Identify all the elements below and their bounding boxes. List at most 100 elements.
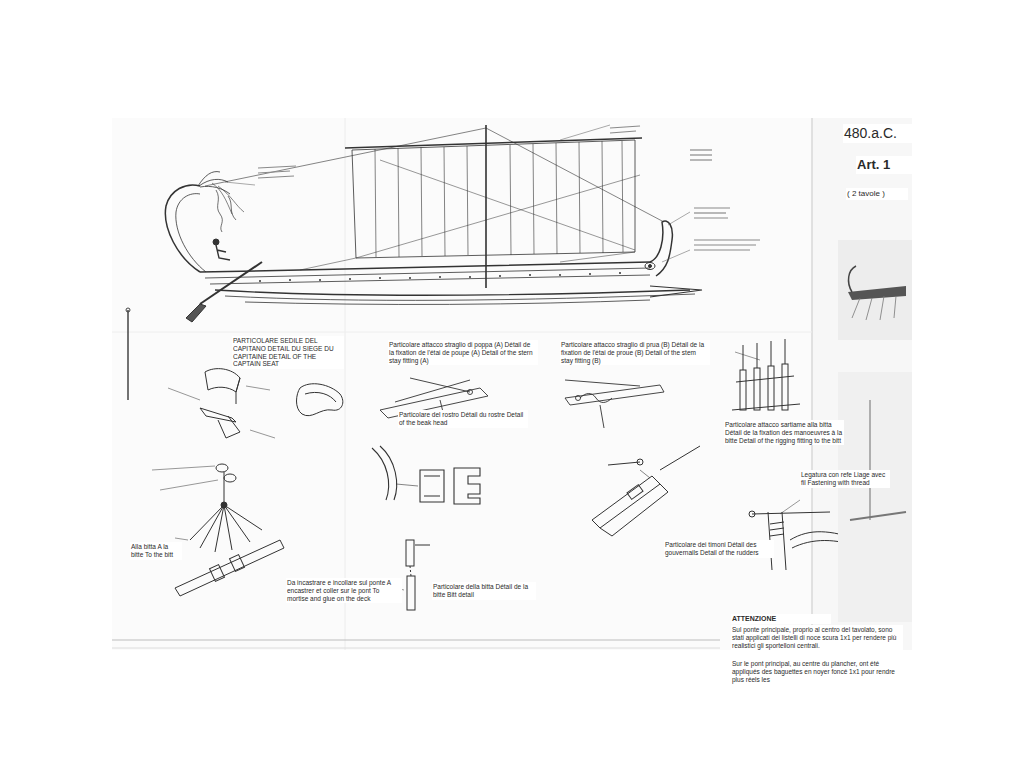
illegible-note [258,93,760,250]
drawing-line [259,280,261,282]
drawing-line [258,176,294,178]
drawing-line [420,470,444,502]
sheet-title: ( 2 tavole ) [846,188,908,200]
drawing-line [454,468,480,504]
drawing-line [662,250,690,262]
drawing-line [176,194,206,272]
rudder-drawing [592,446,700,536]
drawing-line [289,279,291,281]
detail-caption: Sul ponte principale, proprio al centro … [731,625,903,650]
paper-sheet [812,118,912,650]
drawing-line [771,341,772,366]
drawing-line [352,140,635,258]
drawing-line [850,512,906,520]
drawing-line [250,430,275,438]
drawing-line [375,149,376,257]
drawing-line [768,366,774,410]
drawing-line [637,459,643,465]
detail-caption: Particolare attacco straglio di prua (B)… [560,340,710,365]
drawing-line [380,446,397,500]
drawing-line [216,190,236,232]
drawing-line [510,145,511,255]
drawing-line [622,141,623,252]
drawing-line [225,294,695,300]
drawing-line [694,249,750,250]
drawing-line [215,290,690,295]
drawing-line [743,345,744,370]
drawing-line [224,505,232,550]
drawing-line [645,263,655,270]
drawing-line [186,304,206,322]
drawing-line [694,212,726,213]
drawing-line [690,159,712,160]
drawing-line [560,125,610,140]
drawing-line [407,576,415,610]
drawing-line [215,505,224,552]
drawing-line [205,128,486,186]
detail-caption: Particolare della bitta Détail de la bit… [432,582,536,600]
drawing-line [259,272,621,282]
drawing-line [396,484,418,486]
drawing-line [580,394,612,403]
drawing-line [200,505,224,548]
drawing-line [200,262,650,272]
detail-caption: Particolare dei timoni Détail des gouver… [664,540,774,558]
detail-caption: Alla bitta A la bitte To the bitt [130,542,182,560]
drawing-line [245,300,650,304]
drawing-line [345,138,642,148]
drawing-line [224,505,262,530]
drawing-line [218,416,240,438]
drawing-line [486,128,664,222]
drawing-line [770,522,784,536]
detail-caption: Legatura con refe Liage avec fil Fasteni… [800,470,890,488]
fold-line [112,332,812,333]
drawing-line [732,404,800,410]
drawing-line [258,171,290,173]
drawing-line [398,148,399,257]
drawing-line [619,272,621,274]
drawing-line [421,147,422,256]
detail-caption: Particolare attacco sartiame alla bitta … [724,420,844,445]
sheet-border [112,648,720,649]
drawing-line [869,400,871,520]
drawing-line [560,252,635,262]
drawing-line [210,565,225,582]
rigging-drawing [152,464,284,596]
drawing-line [627,485,643,500]
drawing-line [752,512,830,514]
drawing-line [380,160,635,250]
drawing-line [221,502,227,508]
drawing-line [782,364,788,410]
drawing-line [424,476,440,496]
drawing-line [838,372,912,622]
drawing-line [866,298,872,320]
detail-caption: Particolare attacco straglio di poppa (A… [388,340,538,365]
drawing-line [216,245,230,260]
spar-part [126,308,130,312]
drawing-line [236,378,240,404]
drawing-line [592,476,660,528]
drawing-line [225,182,255,185]
drawing-line [439,276,441,278]
ship-elevation [165,125,702,322]
drawing-line [849,266,856,292]
drawing-line [224,472,225,505]
drawing-line [406,540,414,566]
drawing-line [852,298,860,318]
drawing-line [640,470,650,478]
drawing-line [852,296,896,320]
drawing-line [576,396,581,401]
drawing-line [694,244,756,245]
drawing-line [754,368,760,410]
drawing-line [894,296,896,318]
drawing-line [168,388,200,400]
drawing-line [224,474,236,482]
drawing-line [175,540,284,596]
drawing-line [375,141,623,257]
drawing-line [305,392,336,402]
sheet-edge [811,118,813,650]
drawing-line [565,385,664,405]
sheet-title: 480.a.C. [843,124,913,143]
drawing-line [230,555,245,572]
